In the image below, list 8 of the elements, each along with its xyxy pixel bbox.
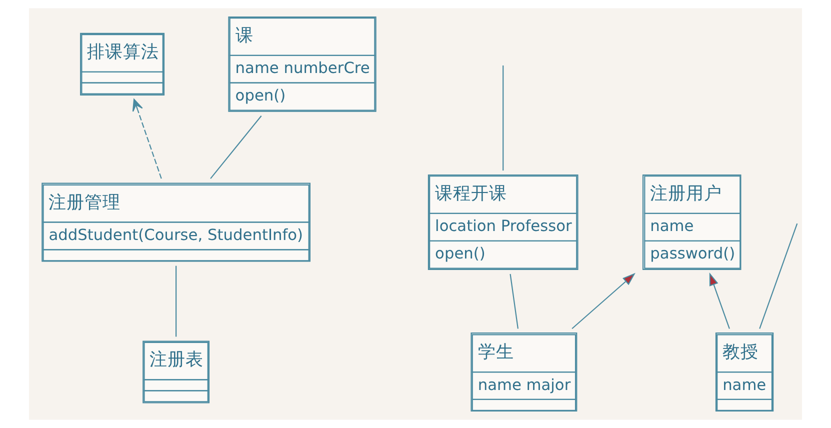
connector bbox=[502, 65, 504, 171]
connector bbox=[759, 223, 798, 329]
arrow bbox=[132, 98, 162, 179]
arrow bbox=[572, 272, 636, 330]
arrow bbox=[709, 272, 730, 329]
connector bbox=[210, 116, 262, 179]
connector bbox=[510, 274, 519, 329]
connector bbox=[176, 266, 177, 337]
